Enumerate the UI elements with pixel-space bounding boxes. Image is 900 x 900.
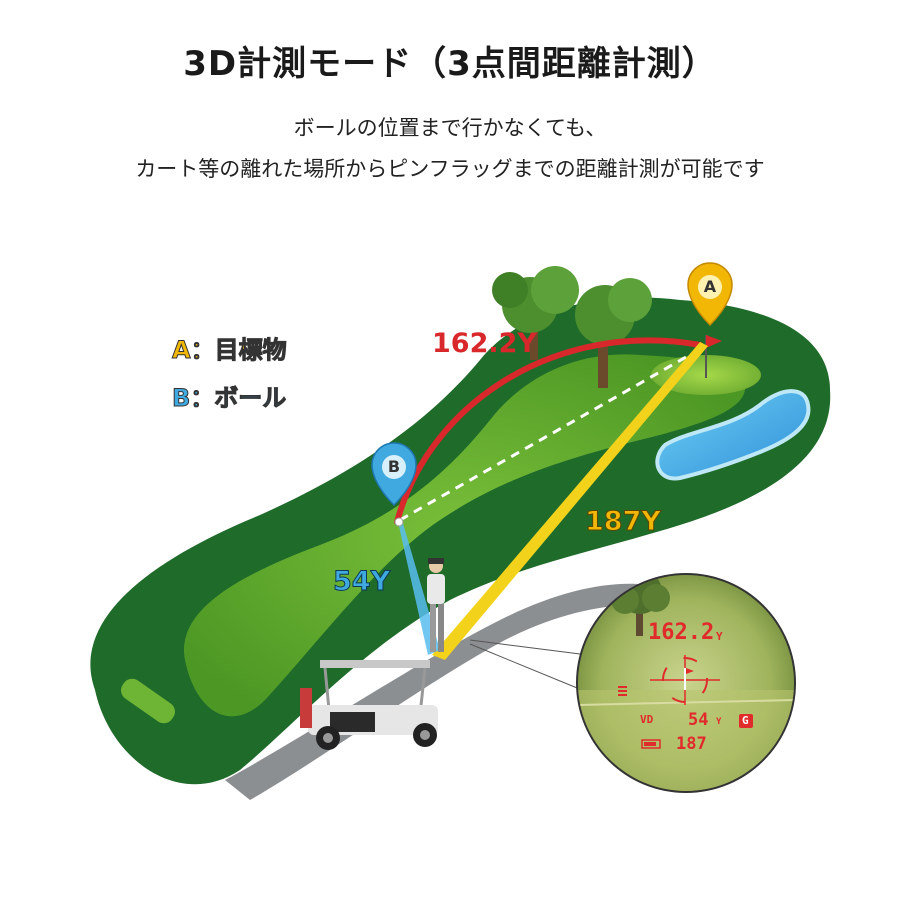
distance-ball-to-pin: 162.2Y [432,328,537,359]
legend-a-target: A：目標物 [172,336,288,365]
distance-cart-to-pin: 187Y [585,506,662,538]
scope-main-unit: Y [716,630,723,643]
flag [706,335,722,348]
water-hazard [655,389,811,481]
slope-bars-icon [618,686,627,696]
subtitle-line-2: カート等の離れた場所からピンフラッグまでの距離計測が可能です [135,157,765,181]
golf-ball [394,517,404,527]
ball-to-pin-dashed [399,346,703,522]
legend-b-ball: B：ボール [171,384,287,413]
scope-pin-reading: 187 [676,734,707,754]
callout-line-top [469,639,589,656]
marker-a-label: A [703,277,717,296]
callout-line-bottom [469,643,583,691]
rangefinder-view [576,573,796,793]
battery-icon [641,739,661,749]
marker-a-icon [687,262,733,327]
cart-to-pin-beam [432,342,708,660]
tee-box [121,678,175,724]
golf-cart [300,660,438,750]
trees [492,266,652,388]
scope-ball-unit: Y [716,717,722,727]
mode-box [739,714,753,728]
fairway [183,354,746,717]
marker-b-icon [371,442,417,507]
marker-b-label: B [387,457,401,476]
ball-to-pin-arc [394,337,703,525]
scope-main-reading: 162.2 [648,620,715,645]
scope-mode-label: G [742,714,749,727]
golfer [427,558,445,652]
scope-ball-reading: 54 [688,710,709,730]
page-title: 3D計測モード（3点間距離計測） [183,44,717,84]
distance-cart-to-ball: 54Y [332,566,391,598]
cart-to-ball-beam [398,520,440,655]
subtitle-line-1: ボールの位置まで行かなくても、 [293,116,607,140]
scope-vd-label: VD [640,713,654,726]
